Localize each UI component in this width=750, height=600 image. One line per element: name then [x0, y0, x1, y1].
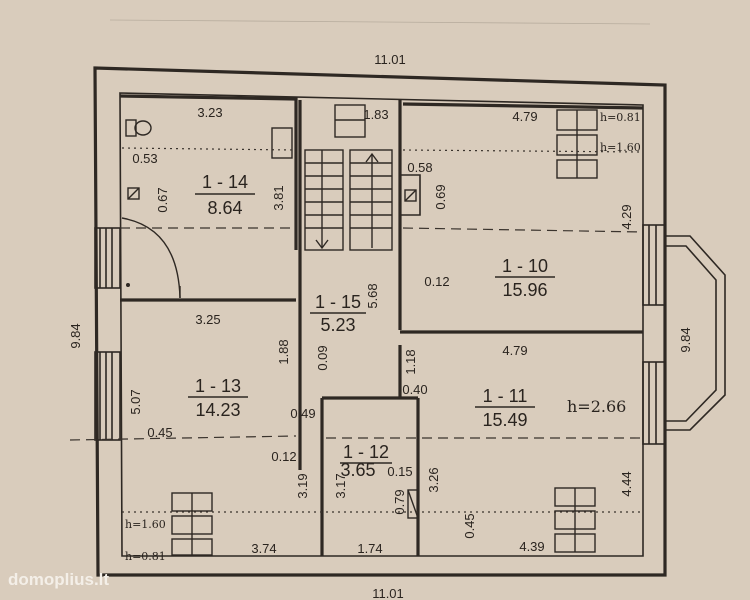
dim-label: 3.74 [251, 541, 276, 556]
window-right-lower [642, 361, 666, 445]
room-id: 1 - 15 [315, 292, 361, 312]
room-id: 1 - 12 [343, 442, 389, 462]
dim-label: 5.07 [128, 389, 143, 414]
skylight-icon [171, 492, 213, 556]
dim-label: 1.83 [363, 107, 388, 122]
dim-label: 0.12 [424, 274, 449, 289]
vent-icon-diagonal [404, 189, 417, 202]
dim-label: 0.45 [147, 425, 172, 440]
vent-icon [407, 489, 419, 519]
wall-top-room10 [402, 102, 644, 110]
outer-wall [93, 66, 667, 577]
paper-line [109, 19, 651, 25]
bay-window [665, 235, 726, 431]
dim-label: 4.79 [512, 109, 537, 124]
watermark-logo: domoplius.lt [8, 570, 109, 589]
dim-overall-top: 11.01 [374, 52, 406, 67]
window-left-upper [94, 227, 121, 289]
dim-label: 4.39 [519, 539, 544, 554]
vent-icon-diagonal [127, 187, 140, 200]
dim-label: 0.58 [407, 160, 432, 175]
room-id: 1 - 14 [202, 172, 248, 192]
dim-label: 1.18 [403, 349, 418, 374]
dim-label: 0.53 [132, 151, 157, 166]
dim-label: 0.67 [155, 187, 170, 212]
dim-label: 0.79 [392, 489, 407, 514]
bay-window-inner [665, 245, 717, 422]
room-area: 3.65 [340, 460, 375, 480]
dim-label: 0.40 [402, 382, 427, 397]
dim-label: 0.45 [462, 513, 477, 538]
window-right-upper [642, 224, 666, 306]
dim-label: 1.88 [276, 339, 291, 364]
inner-outer-wall [119, 92, 644, 557]
room-area: 5.23 [320, 315, 355, 335]
skylight-icon [556, 109, 598, 179]
fixture-dot-icon [126, 283, 130, 287]
vent-icon [404, 189, 417, 202]
wall-bath-top [119, 94, 297, 101]
room-area: 15.49 [482, 410, 527, 430]
room-area: 8.64 [207, 198, 242, 218]
ceiling-height: h=2.66 [567, 397, 626, 416]
roof-line [402, 227, 644, 233]
dim-label: 3.26 [426, 467, 441, 492]
room-area: 14.23 [195, 400, 240, 420]
dim-label: 3.19 [295, 473, 310, 498]
dim-label: 0.69 [433, 184, 448, 209]
window-height-label: h=1.60 [125, 518, 166, 531]
dim-label: 3.81 [271, 185, 286, 210]
dim-label: 4.44 [619, 471, 634, 496]
dim-label: 3.17 [333, 473, 348, 498]
dim-overall-right: 9.84 [678, 327, 693, 352]
dim-label: 0.12 [271, 449, 296, 464]
toilet-icon [125, 119, 152, 137]
dim-label: 0.15 [387, 464, 412, 479]
room-area: 15.96 [502, 280, 547, 300]
roof-line [69, 435, 297, 441]
vent-icon-diagonal [407, 489, 419, 519]
shower-icon [271, 127, 293, 159]
room-id: 1 - 13 [195, 376, 241, 396]
door-swing [121, 217, 181, 299]
dim-overall-left: 9.84 [68, 323, 83, 348]
dim-label: 5.68 [365, 283, 380, 308]
dim-label: 0.49 [290, 406, 315, 421]
window-left-lower [94, 351, 121, 441]
vent-icon [127, 187, 140, 200]
room-id: 1 - 10 [502, 256, 548, 276]
skylight-icon [554, 487, 596, 553]
window-height-label: h=0.81 [600, 111, 641, 124]
dim-label: 0.09 [315, 345, 330, 370]
wall-room14-inner [400, 174, 421, 216]
room-id: 1 - 11 [483, 386, 528, 406]
roof-line-dotted [402, 149, 644, 153]
dim-label: 4.79 [502, 343, 527, 358]
dim-label: 1.74 [357, 541, 382, 556]
dim-label: 4.29 [619, 204, 634, 229]
staircase [304, 104, 393, 251]
roof-line-dotted [121, 147, 297, 151]
dim-label: 3.25 [195, 312, 220, 327]
dim-label: 3.23 [197, 105, 222, 120]
dim-overall-bottom: 11.01 [372, 586, 404, 600]
window-height-label: h=0.81 [125, 550, 166, 563]
window-height-label: h=1.60 [600, 141, 641, 154]
